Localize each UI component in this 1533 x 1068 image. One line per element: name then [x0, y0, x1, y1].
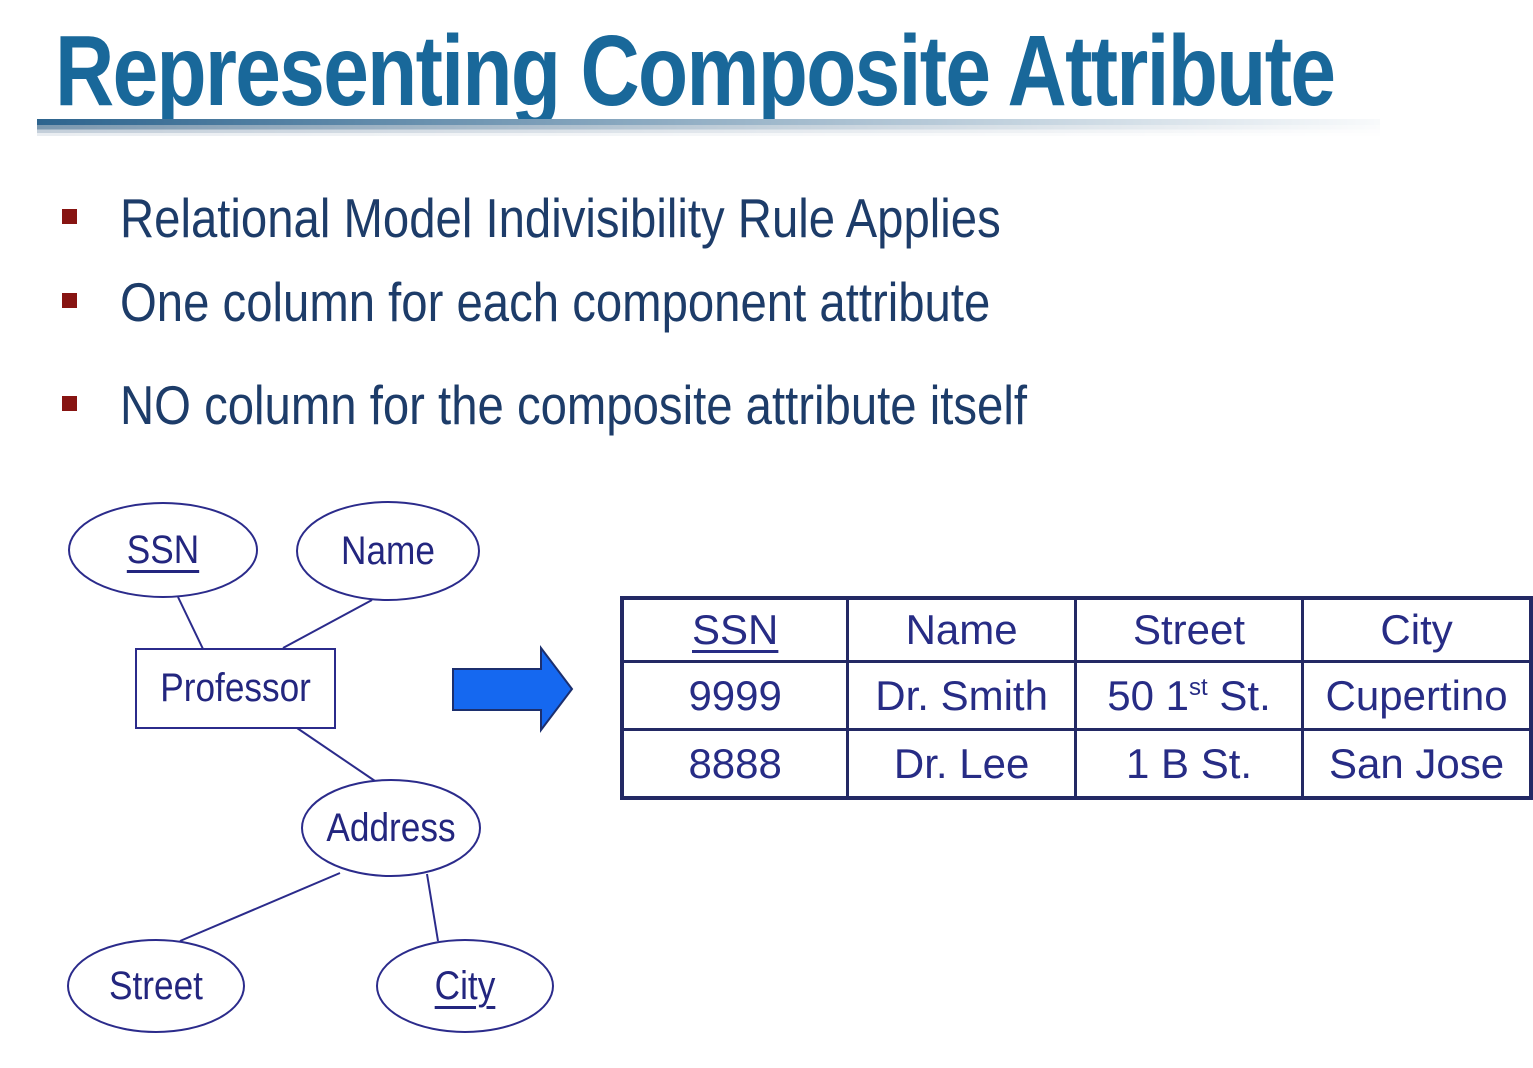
cell-name: Dr. Smith	[846, 660, 1077, 731]
ssn-label: SSN	[126, 528, 200, 572]
professor-label: Professor	[160, 666, 311, 710]
cell-ssn: 8888	[620, 728, 850, 800]
name-ellipse	[296, 501, 480, 601]
table-header-row: SSN Name Street City	[620, 596, 1533, 663]
table-row: 8888 Dr. Lee 1 B St. San Jose	[620, 728, 1533, 800]
bullet-item-1: Relational Model Indivisibility Rule App…	[62, 191, 1144, 246]
bullet-text-1: Relational Model Indivisibility Rule App…	[120, 187, 1001, 249]
ssn-ellipse	[68, 502, 258, 598]
cell-city: San Jose	[1301, 728, 1533, 800]
cell-street: 1 B St.	[1073, 728, 1305, 800]
city-ellipse	[376, 939, 554, 1033]
cell-city: Cupertino	[1301, 660, 1533, 731]
connector-address-city	[426, 873, 439, 942]
bullet-item-3: NO column for the composite attribute it…	[62, 378, 1175, 433]
street-ellipse	[67, 939, 245, 1033]
header-ssn: SSN	[620, 596, 850, 663]
professor-rect	[135, 648, 336, 729]
address-ellipse	[301, 779, 481, 877]
header-street: Street	[1073, 596, 1305, 663]
header-name: Name	[846, 596, 1077, 663]
relation-table: SSN Name Street City 9999 Dr. Smith 50 1…	[620, 596, 1533, 800]
header-city: City	[1301, 596, 1533, 663]
address-label: Address	[326, 806, 456, 850]
cell-ssn: 9999	[620, 660, 850, 731]
bullet-text-2: One column for each component attribute	[120, 271, 991, 333]
table-row: 9999 Dr. Smith 50 1st St. Cupertino	[620, 660, 1533, 731]
bullet-text-3: NO column for the composite attribute it…	[120, 374, 1027, 436]
name-label: Name	[341, 529, 435, 573]
connector-professor-address	[296, 727, 376, 782]
bullet-item-2: One column for each component attribute	[62, 275, 1132, 330]
right-arrow-icon	[452, 645, 574, 733]
bullet-marker-icon	[62, 396, 77, 411]
cell-name: Dr. Lee	[846, 728, 1077, 800]
city-label: City	[434, 964, 496, 1008]
cell-street: 50 1st St.	[1073, 660, 1305, 731]
slide-title: Representing Composite Attribute	[55, 15, 1336, 127]
title-underline-bar	[37, 119, 1380, 136]
connector-address-street	[179, 872, 341, 942]
connector-name-professor	[282, 599, 373, 649]
street-label: Street	[109, 964, 203, 1008]
bullet-marker-icon	[62, 293, 77, 308]
connector-ssn-professor	[177, 596, 204, 650]
bullet-marker-icon	[62, 209, 77, 224]
